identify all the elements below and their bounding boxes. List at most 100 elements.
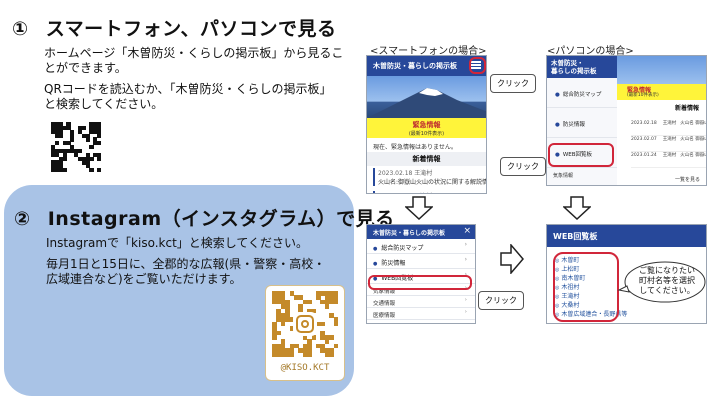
menu-item[interactable]: ●防災情報› bbox=[367, 254, 475, 269]
pc-alert-subtitle: (最新10件表示) bbox=[627, 93, 659, 98]
village-label: 南木曽町 bbox=[561, 275, 586, 282]
instagram-qr-card: @KISO.KCT bbox=[265, 285, 345, 381]
section1-number: ① bbox=[12, 18, 29, 40]
chevron-icon: › bbox=[464, 256, 467, 263]
pc-news-title: 新着情報 bbox=[675, 105, 700, 112]
news-item[interactable]: 2023.02.18 王滝村火山名:御嶽山火山の状況に関する解説情報 bbox=[373, 168, 487, 186]
section1-para2: QRコードを読込むか、「木曽防災・くらしの掲示板」 と検索してください。 bbox=[44, 82, 332, 111]
mountain-photo bbox=[367, 76, 486, 118]
pc-menu-item[interactable]: ●防災情報 bbox=[547, 108, 617, 138]
right-arrow bbox=[500, 244, 524, 274]
village-link[interactable]: ◎木祖村 bbox=[555, 282, 635, 291]
pc-menu-item[interactable]: ●総合防災マップ bbox=[547, 78, 617, 108]
menu-icon[interactable] bbox=[470, 59, 482, 71]
chevron-icon: › bbox=[464, 297, 467, 303]
pc-menu-label: 総合防災マップ bbox=[562, 92, 602, 98]
alert-title: 緊急情報 bbox=[412, 121, 441, 129]
menu-item-label: 総合防災マップ bbox=[381, 245, 424, 252]
alert-text: 現在、緊急情報はありません。 bbox=[373, 144, 457, 151]
pc-menu-label: WEB回覧板 bbox=[562, 152, 592, 158]
menu-header: 木曽防災・暮らしの掲示板 × bbox=[367, 225, 475, 239]
smartphone-screen: 木曽防災・暮らしの掲示板 緊急情報 (最新10件表示) 現在、緊急情報はありませ… bbox=[366, 55, 487, 194]
speech-bubble-text: ご覧になりたい 町村名等を選択 してください。 bbox=[639, 266, 695, 295]
web-board-title: WEB回覧板 bbox=[547, 225, 706, 247]
menu-sub-item-label: 交通情報 bbox=[373, 301, 396, 307]
menu-header-title: 木曽防災・暮らしの掲示板 bbox=[373, 230, 446, 237]
pc-news-text: 火山名 御嶽山 火山の状況に関する解説情報 bbox=[680, 121, 706, 126]
bullet-icon: ◎ bbox=[555, 285, 560, 291]
village-list-highlight bbox=[553, 252, 619, 322]
pc-web-board-highlight bbox=[548, 143, 614, 167]
village-label: 木曽広域連合・長野県等 bbox=[561, 311, 628, 318]
menu-sub-item[interactable]: 医療情報› bbox=[367, 308, 475, 320]
news-text: 火山名:御嶽山火山の状況に関する解説情報 bbox=[378, 179, 487, 186]
section2-title: Instagram（インスタグラム）で見る bbox=[47, 208, 395, 230]
pc-menu: ●総合防災マップ●防災情報●WEB回覧板気象情報 bbox=[547, 78, 617, 185]
pc-header-title: 木曽防災・ 暮らしの掲示板 bbox=[547, 56, 617, 78]
web-board-highlight bbox=[368, 275, 472, 290]
bullet-icon: ◎ bbox=[555, 276, 560, 282]
pc-menu-icon: ● bbox=[555, 122, 560, 128]
village-label: 上松町 bbox=[561, 266, 580, 273]
close-icon[interactable]: × bbox=[463, 226, 471, 236]
pc-news-village: 王滝村 bbox=[662, 153, 677, 158]
menu-item-icon: ● bbox=[373, 246, 378, 252]
menu-sub-item-label: 気象情報 bbox=[373, 289, 396, 295]
section2-heading: ② Instagram（インスタグラム）で見る bbox=[14, 204, 395, 231]
chevron-icon: › bbox=[464, 271, 467, 278]
village-label: 大桑村 bbox=[561, 302, 580, 309]
bullet-icon: ◎ bbox=[555, 267, 560, 273]
pc-news-text: 火山名 御嶽山 火山の状況に関する解説情報 bbox=[680, 153, 706, 158]
menu-sub-item-label: 医療情報 bbox=[373, 313, 396, 319]
smartphone-caption: <スマートフォンの場合> bbox=[370, 46, 487, 57]
instagram-qr-label: @KISO.KCT bbox=[280, 363, 330, 373]
pc-menu-label: 防災情報 bbox=[562, 122, 585, 128]
village-link[interactable]: ◎上松町 bbox=[555, 264, 635, 273]
pc-alert-banner: 緊急情報 (最新10件表示) bbox=[617, 84, 706, 100]
pc-caption: <パソコンの場合> bbox=[547, 46, 634, 57]
village-link[interactable]: ◎大桑村 bbox=[555, 300, 635, 309]
section1-para1: ホームページ「木曽防災・くらしの掲示板」から見るこ とができます。 bbox=[44, 46, 344, 75]
instagram-qr-code bbox=[272, 291, 339, 358]
pc-screen: 木曽防災・ 暮らしの掲示板 ●総合防災マップ●防災情報●WEB回覧板気象情報 緊… bbox=[546, 55, 707, 186]
menu-item[interactable]: ●総合防災マップ › bbox=[367, 239, 475, 254]
section2-para1: Instagramで「kiso.kct」と検索してください。 bbox=[46, 236, 309, 250]
alert-banner: 緊急情報 (最新10件表示) bbox=[367, 118, 486, 138]
pc-menu-item[interactable]: ●WEB回覧板 bbox=[547, 138, 617, 168]
menu-sub-item[interactable]: 交通情報 › bbox=[367, 296, 475, 308]
menu-item-label: WEB回覧板 bbox=[381, 275, 414, 282]
pc-sub-menu[interactable]: 気象情報 bbox=[553, 173, 574, 179]
village-list: ◎木曽町◎上松町◎南木曽町◎木祖村◎王滝村◎大桑村◎木曽広域連合・長野県等 bbox=[555, 255, 635, 318]
down-arrow-2 bbox=[563, 196, 591, 220]
pc-more-link[interactable]: 一覧を見る bbox=[675, 177, 701, 183]
pc-sidebar: 木曽防災・ 暮らしの掲示板 ●総合防災マップ●防災情報●WEB回覧板気象情報 bbox=[547, 56, 617, 185]
menu-highlight bbox=[469, 57, 486, 74]
village-link[interactable]: ◎南木曽町 bbox=[555, 273, 635, 282]
pc-news-date: 2023.02.18 bbox=[631, 121, 657, 126]
click-callout-2: クリック bbox=[478, 291, 524, 310]
pc-alert-title: 緊急情報 bbox=[627, 87, 652, 94]
menu-item-label: 防災情報 bbox=[381, 260, 406, 267]
village-link[interactable]: ◎王滝村 bbox=[555, 291, 635, 300]
village-label: 王滝村 bbox=[561, 293, 580, 300]
pc-menu-icon: ● bbox=[555, 92, 560, 98]
click-callout-1: クリック bbox=[490, 74, 536, 93]
pc-news-village: 王滝村 bbox=[662, 137, 677, 142]
section2-number: ② bbox=[14, 208, 31, 230]
down-arrow-1 bbox=[405, 196, 433, 220]
news-title: 新着情報 bbox=[367, 152, 486, 166]
chevron-icon: › bbox=[464, 241, 467, 248]
pc-news-text: 火山名 御嶽山 火山の状況に関する解説情報 bbox=[680, 137, 706, 142]
section2-para2: 毎月1日と15日に、全郡的な広報(県・警察・高校・ 広域連合など)をご覧いただけ… bbox=[46, 257, 326, 286]
menu-item-icon: ● bbox=[373, 276, 378, 282]
homepage-qr-code bbox=[51, 122, 102, 173]
pc-news-date: 2023.02.07 bbox=[631, 137, 657, 142]
pc-menu-icon: ● bbox=[555, 152, 560, 158]
